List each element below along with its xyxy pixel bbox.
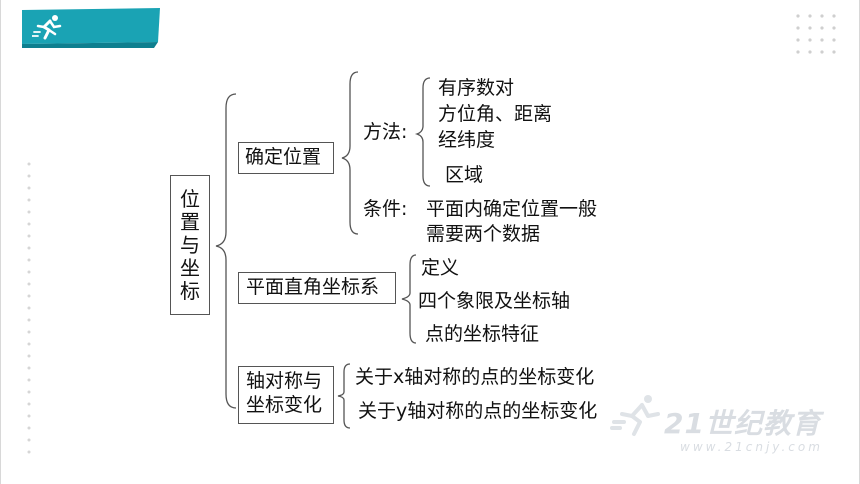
method-item: 有序数对 <box>438 77 515 99</box>
dot-grid-top-right <box>796 14 836 54</box>
root-node: 位 置 与 坐 标 <box>170 175 210 315</box>
method-item: 经纬度 <box>438 129 496 151</box>
branch-node-position: 确定位置 <box>238 142 334 174</box>
root-char: 与 <box>180 232 200 257</box>
branch1-brace <box>341 71 359 235</box>
watermark-url: www.21cnjy.com <box>680 440 823 454</box>
branch-label-line: 轴对称与 <box>246 370 323 392</box>
root-char: 标 <box>180 278 200 303</box>
branch-label: 平面直角坐标系 <box>246 276 380 298</box>
method-item: 方位角、距离 <box>438 103 553 125</box>
symmetry-item: 关于x轴对称的点的坐标变化 <box>355 366 595 388</box>
root-char: 置 <box>180 209 200 234</box>
branch2-brace <box>401 254 417 344</box>
coordinate-item: 点的坐标特征 <box>425 323 540 345</box>
branch-node-coordinate-system: 平面直角坐标系 <box>238 272 396 304</box>
method-label: 方法: <box>363 121 408 143</box>
condition-line: 需要两个数据 <box>426 223 541 245</box>
watermark-runner-icon <box>610 395 660 436</box>
condition-line: 平面内确定位置一般 <box>426 198 598 220</box>
root-char: 坐 <box>180 255 200 280</box>
dot-column-left <box>27 162 31 454</box>
runner-icon <box>32 15 62 40</box>
branch3-brace <box>337 363 351 429</box>
method-item: 区域 <box>445 164 484 186</box>
coordinate-item: 定义 <box>421 257 460 279</box>
branch-node-symmetry: 轴对称与 坐标变化 <box>238 366 334 424</box>
root-char: 位 <box>180 186 200 211</box>
branch-label-line: 坐标变化 <box>246 394 323 416</box>
branch-label: 确定位置 <box>245 146 322 168</box>
watermark-title: 21世纪教育 <box>664 407 821 440</box>
condition-label: 条件: <box>363 198 408 220</box>
symmetry-item: 关于y轴对称的点的坐标变化 <box>358 400 598 422</box>
main-brace <box>215 93 237 409</box>
method-brace <box>414 77 431 187</box>
coordinate-item: 四个象限及坐标轴 <box>418 290 571 312</box>
